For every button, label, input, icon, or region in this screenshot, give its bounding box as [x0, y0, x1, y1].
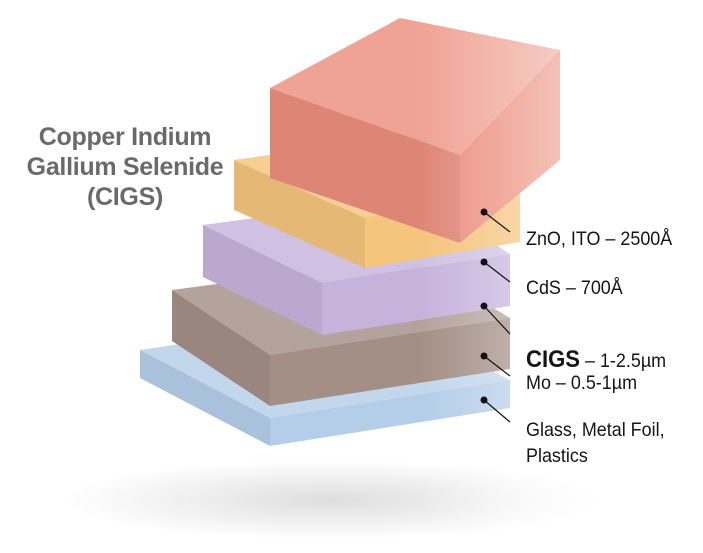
leader-line-glass — [483, 399, 511, 423]
leader-cigs — [480, 302, 511, 335]
edge-fade — [420, 0, 703, 553]
leader-line-cigs — [483, 305, 511, 335]
title-line-3: (CIGS) — [87, 183, 163, 211]
layer-glass-front — [140, 350, 270, 446]
diagram-title: Copper Indium Gallium Selenide (CIGS) — [0, 122, 250, 212]
label-glass-line-1: Glass, Metal Foil, — [526, 419, 665, 441]
label-cds: CdS – 700Å — [526, 277, 623, 299]
layer-cds-front — [234, 160, 365, 268]
layer-cigs-front — [203, 225, 322, 335]
leader-mo — [480, 352, 511, 377]
label-glass-line-2: Plastics — [526, 445, 588, 467]
label-cigs-thickness: – 1-2.5µm — [579, 350, 667, 372]
label-zno: ZnO, ITO – 2500Å — [526, 228, 673, 250]
leader-glass — [480, 396, 511, 423]
leader-cds — [480, 258, 511, 283]
layer-mo-front — [172, 290, 270, 406]
leader-zno — [480, 208, 511, 233]
leader-line-zno — [483, 211, 511, 233]
label-mo: Mo – 0.5-1µm — [526, 372, 638, 394]
title-line-2: Gallium Selenide — [26, 153, 224, 181]
layer-zno-front — [270, 88, 460, 243]
title-line-1: Copper Indium — [38, 123, 212, 151]
leader-line-mo — [483, 355, 511, 377]
label-cigs: CIGS – 1-2.5µm — [526, 348, 666, 373]
leader-line-cds — [483, 261, 511, 283]
label-cigs-name: CIGS — [526, 346, 580, 373]
